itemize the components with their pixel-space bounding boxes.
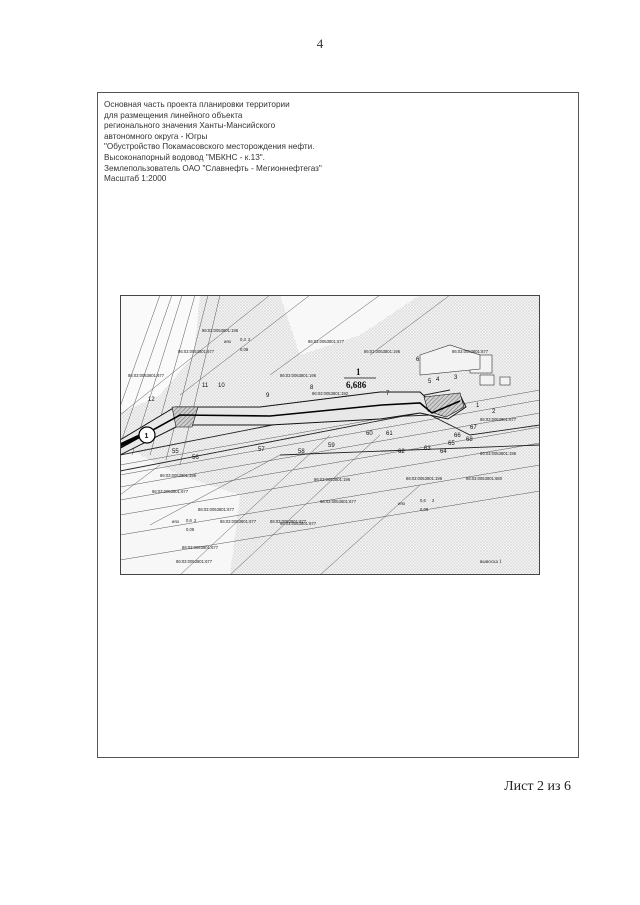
title-block: Основная часть проекта планировки террит… [104, 100, 404, 185]
title-line: для размещения линейного объекта [104, 110, 243, 120]
point-number: 63 [424, 446, 431, 452]
sheet-label: Лист 2 из 6 [504, 779, 571, 794]
point-number: 61 [386, 431, 393, 437]
map-border [120, 295, 540, 575]
cadastral-label: 86:03:0053801:196 [280, 373, 317, 378]
annotation-label: 0,6 [420, 498, 426, 503]
point-number: 59 [328, 443, 335, 449]
cadastral-label: 86:03:0053801:192 [312, 391, 349, 396]
map-light-area [120, 295, 200, 413]
point-number: 8 [310, 385, 314, 391]
point-number: 64 [440, 449, 447, 455]
annotation-label: 0,4 [240, 337, 246, 342]
map-drawing: 86:03:0053801:196 86:03:0053801:677 86:0… [120, 295, 540, 575]
point-number: 10 [218, 383, 225, 389]
annotation-label: ияо [172, 519, 180, 524]
point-number: 3 [454, 375, 458, 381]
title-line: регионального значения Ханты-Мансийского [104, 121, 276, 131]
small-annotations: ияо 0,4 2 0,08 ияо 0,6 2 0,08 ияо 0,6 2 … [172, 337, 435, 532]
annotation-label: ияо [224, 339, 232, 344]
cadastral-label: 86:03:0053801:677 [152, 489, 189, 494]
point-number: 65 [448, 441, 455, 447]
annotation-label: 0,08 [186, 527, 195, 532]
area-numerator: 1 [356, 367, 361, 377]
vynoska-label: выноска 1 [480, 560, 502, 565]
scale-line: Масштаб 1:2000 [104, 174, 167, 184]
point-number: 67 [470, 425, 477, 431]
document-frame [97, 92, 579, 758]
cadastral-label: 86:03:0053801:677 [320, 499, 357, 504]
section-marker: 1 [138, 426, 156, 444]
title-line: "Обустройство Покамасовского месторожден… [104, 142, 315, 152]
annotation-label: 0,08 [420, 507, 429, 512]
annotation-label: ияо [398, 501, 406, 506]
point-number: 68 [466, 437, 473, 443]
map-light-area [280, 295, 420, 355]
cadastral-label: 86:03:0053801:196 [314, 477, 351, 482]
pipeline-corridor [120, 391, 467, 456]
annotation-label: 2 [248, 337, 251, 342]
cadastral-label: 86:03:0053801:677 [198, 507, 235, 512]
point-number: 6 [416, 357, 420, 363]
pipeline-axis [120, 400, 461, 449]
cadastral-label: 86:03:0053801:677 [270, 519, 307, 524]
section-marker-circle [138, 426, 156, 444]
annotation-label: 2 [432, 498, 435, 503]
cadastral-label: 86:03:0053801:677 [480, 417, 517, 422]
annotation-label: 2 [194, 518, 197, 523]
corridor-hatched-left [171, 406, 199, 428]
buildings [419, 344, 511, 386]
cadastral-label: 86:03:0053801:196 [406, 476, 443, 481]
title-line: автономного округа - Югры [104, 131, 208, 141]
point-number: 11 [202, 383, 209, 389]
point-number: 58 [298, 449, 305, 455]
cadastral-label: 86:03:0053801:196 [480, 451, 517, 456]
cadastral-label: 86:03:0053801:677 [452, 349, 489, 354]
cadastral-labels: 86:03:0053801:196 86:03:0053801:677 86:0… [128, 328, 517, 564]
point-number: 7 [386, 391, 390, 397]
point-number: 4 [436, 377, 440, 383]
point-number: 2 [492, 409, 496, 415]
cadastral-label: 86:03:0053801:196 [160, 473, 197, 478]
point-number: 1 [476, 403, 480, 409]
area-fraction: 1 6,686 [344, 367, 376, 390]
cadastral-label: 86:03:0053801:677 [280, 521, 317, 526]
point-number: 60 [366, 431, 373, 437]
point-number: 56 [192, 455, 199, 461]
point-number: 9 [266, 393, 270, 399]
point-number: 62 [398, 449, 405, 455]
title-line: Высоконапорный водовод "МБКНС - к.13". [104, 152, 265, 162]
title-line: Землепользователь ОАО "Славнефть - Мегио… [104, 163, 322, 173]
point-number: 66 [454, 433, 461, 439]
cadastral-label: 86:03:0053801:196 [364, 349, 401, 354]
cadastral-label: 86:03:0053801:677 [182, 545, 219, 550]
point-number: 57 [258, 447, 265, 453]
cadastral-label: 86:03:0053801:677 [178, 349, 215, 354]
cadastral-label: 86:03:0053801:680 [466, 476, 503, 481]
point-number: 55 [172, 449, 179, 455]
title-line: Основная часть проекта планировки террит… [104, 100, 290, 109]
point-number: 12 [148, 397, 155, 403]
point-numbers: 12 11 10 9 8 7 6 5 4 3 2 1 55 56 57 58 5… [148, 357, 496, 461]
cadastral-label: 86:03:0053801:677 [308, 339, 345, 344]
cadastral-label: 86:03:0053801:677 [128, 373, 165, 378]
infrastructure-lines [120, 295, 540, 575]
annotation-label: 0,08 [240, 347, 249, 352]
map-light-area [120, 445, 240, 575]
annotation-label: 0,6 [186, 518, 192, 523]
cadastral-label: 86:03:0053801:196 [202, 328, 239, 333]
cadastral-map: 86:03:0053801:196 86:03:0053801:677 86:0… [120, 295, 540, 575]
cadastral-label: 86:03:0053801:677 [220, 519, 257, 524]
point-number: 5 [428, 379, 432, 385]
cadastral-label: 86:03:0053801:677 [176, 559, 213, 564]
page-number: 4 [316, 36, 324, 51]
area-denominator: 6,686 [346, 380, 367, 390]
section-marker-label: 1 [145, 433, 149, 440]
